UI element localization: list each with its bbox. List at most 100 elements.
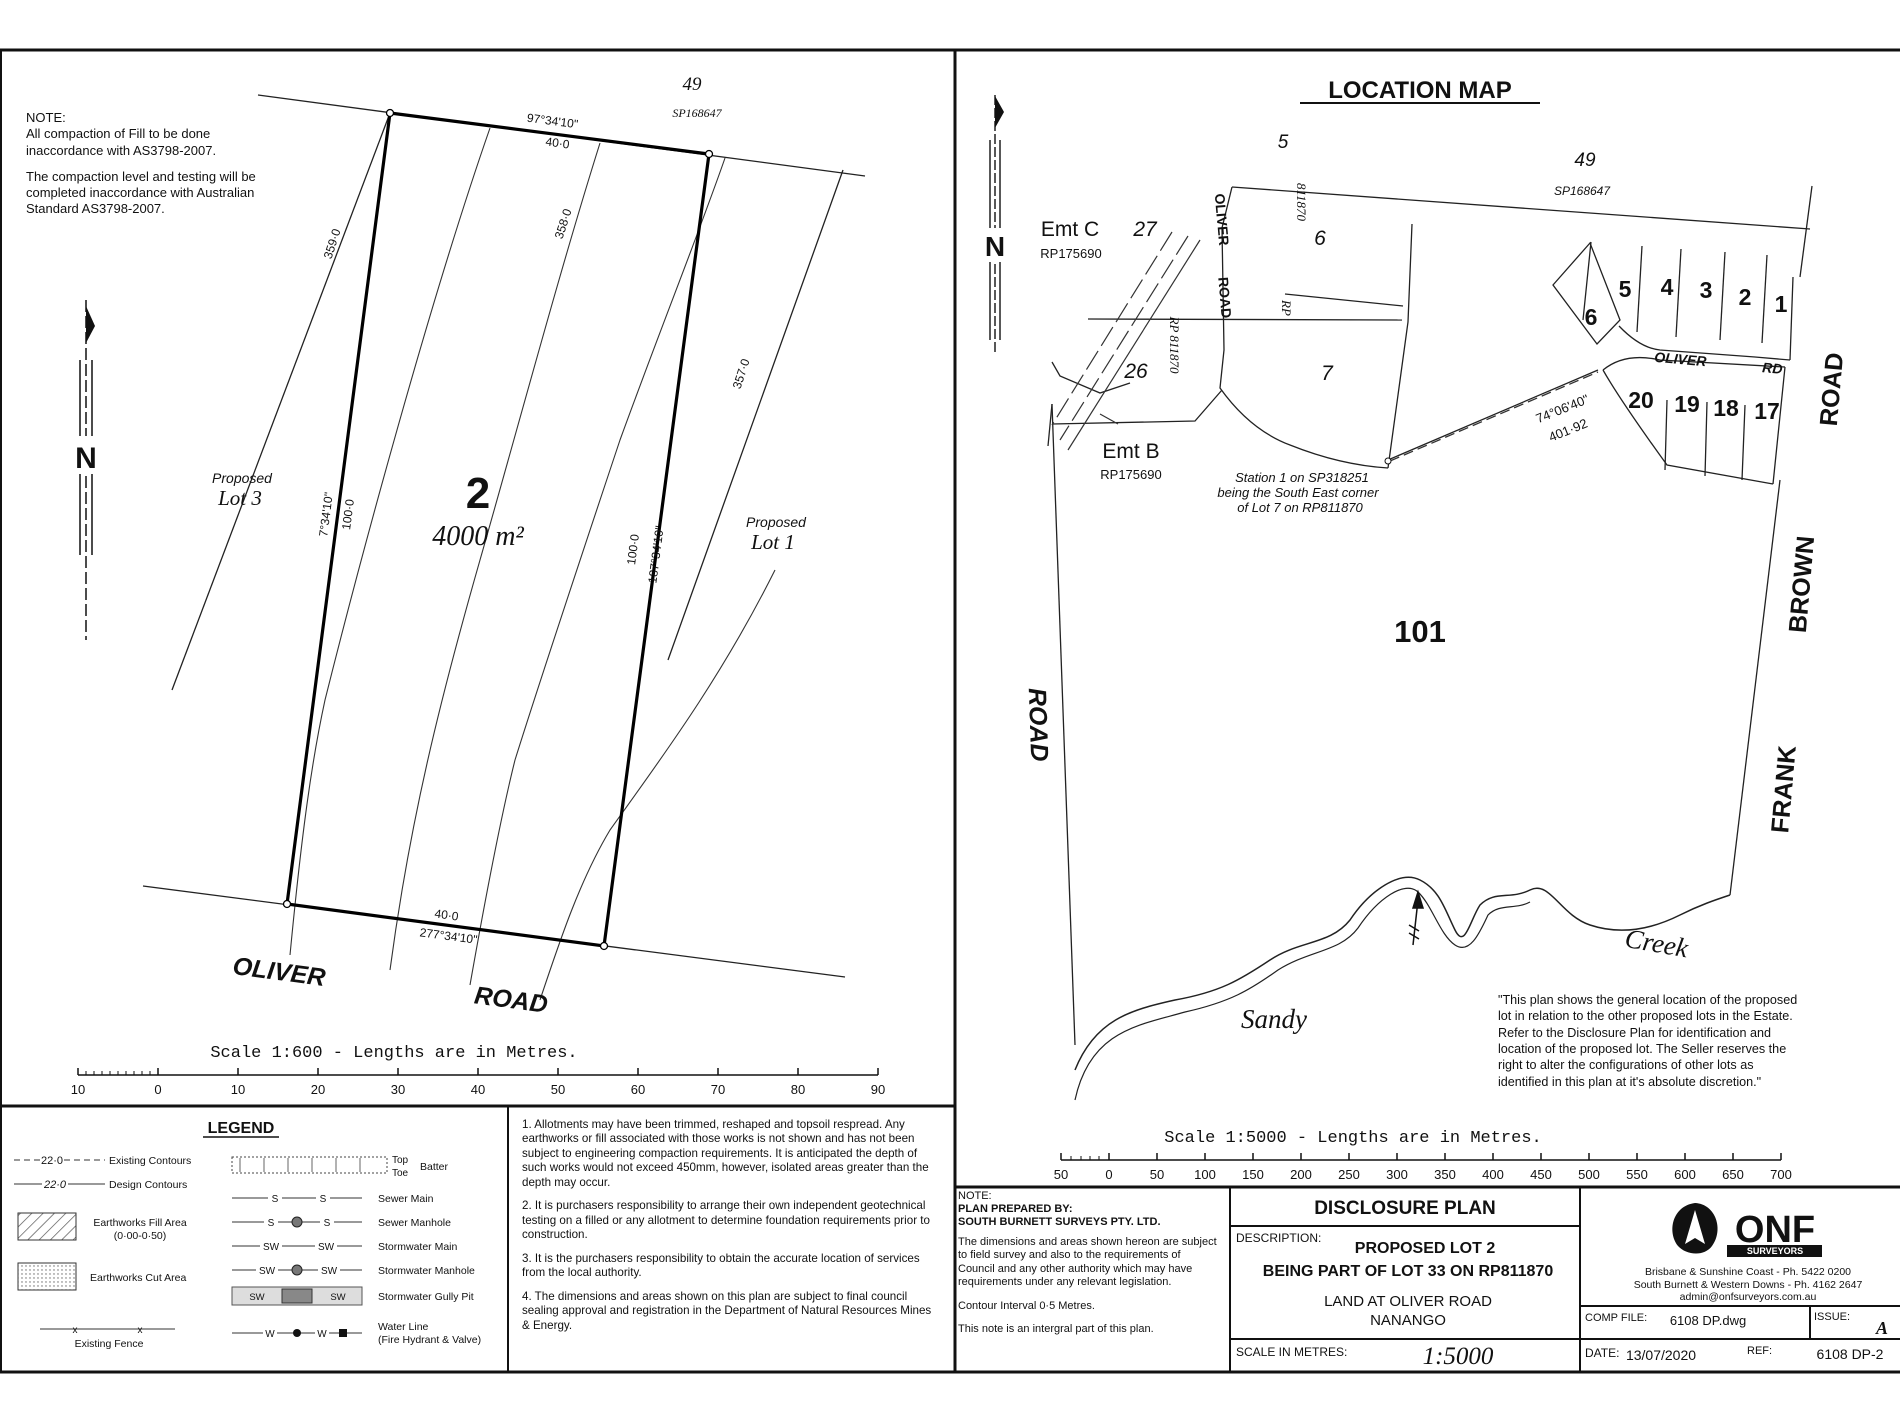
ref-label: REF: (1747, 1345, 1772, 1357)
legend-stormwater-main-label: Stormwater Main (378, 1241, 458, 1253)
map-lot-7: 7 (1321, 362, 1334, 385)
legend-cut-swatch (17, 1262, 77, 1291)
map-scale-tick: 300 (1386, 1167, 1408, 1182)
map-scale-tick: 700 (1770, 1167, 1792, 1182)
station-line-2: being the South East corner (1217, 485, 1379, 500)
emt-b-label: Emt B (1102, 440, 1159, 463)
legend-fill-range: (0·00-0·50) (114, 1230, 167, 1242)
issue-label: ISSUE: (1814, 1311, 1850, 1323)
length-left: 100·0 (339, 498, 357, 531)
north-arrow-icon (70, 300, 102, 640)
date-value: 13/07/2020 (1626, 1347, 1696, 1363)
rp-north: RP (1279, 299, 1294, 316)
creek-label-sandy: Sandy (1241, 1004, 1307, 1034)
legend-fence-symbol: x (138, 1325, 143, 1336)
legend-sym: SW (330, 1292, 345, 1303)
legend-batter: Top Toe Batter (231, 1155, 449, 1179)
legend: LEGEND 22·0 Existing Contours 22·0 Desig… (14, 1120, 481, 1350)
legend-design-contours-sample: 22·0 (43, 1179, 67, 1191)
estate-lot-1: 1 (1775, 291, 1788, 317)
estate-lot-5: 5 (1619, 276, 1632, 302)
legend-sym: SW (318, 1242, 335, 1253)
legend-sym: S (272, 1194, 279, 1205)
map-north-label: N (985, 231, 1005, 262)
map-scale-tick: 650 (1722, 1167, 1744, 1182)
emt-b-plan: RP175690 (1100, 467, 1161, 482)
preparer-notes: The dimensions and areas shown hereon ar… (958, 1236, 1220, 1336)
left-plan: 49 SP168647 97°34'10" 40·0 40·0 277°34'1… (70, 74, 885, 1097)
estate-lot-19: 19 (1674, 391, 1700, 417)
sandy-creek (1074, 876, 1731, 1071)
preparer-note-body: The dimensions and areas shown hereon ar… (958, 1236, 1217, 1289)
estate-lot-2: 2 (1739, 284, 1752, 310)
location-map-title: LOCATION MAP (1328, 77, 1512, 104)
location-map-disclaimer: "This plan shows the general location of… (1498, 993, 1798, 1089)
note-heading: NOTE: (958, 1190, 992, 1202)
map-lot-27: 27 (1132, 218, 1158, 241)
station-line-3: of Lot 7 on RP811870 (1237, 500, 1363, 515)
length-bottom: 40·0 (434, 907, 460, 924)
map-lot-26: 26 (1123, 360, 1148, 383)
road-left: ROAD (1023, 687, 1054, 762)
scale-tick: 10 (231, 1082, 245, 1097)
map-scale-tick: 50 (1150, 1167, 1164, 1182)
preparer-heading: NOTE: PLAN PREPARED BY: SOUTH BURNETT SU… (958, 1190, 1220, 1230)
emt-c-plan: RP175690 (1040, 246, 1101, 261)
legend-stormwater-gully: SW SW Stormwater Gully Pit (231, 1286, 474, 1306)
legend-note-4: 4. The dimensions and areas shown on thi… (522, 1289, 932, 1332)
legend-fence: x x Existing Fence (40, 1325, 175, 1350)
legend-sewer-main: S S Sewer Main (232, 1191, 434, 1205)
estate-lot-3: 3 (1700, 277, 1713, 303)
legend-sym: S (320, 1194, 327, 1205)
estate-lot-4: 4 (1661, 274, 1674, 300)
scale-tick: 80 (791, 1082, 805, 1097)
legend-sym: S (268, 1218, 275, 1229)
proposed-lot-3-line1: Proposed (212, 470, 273, 486)
legend-stormwater-gully-label: Stormwater Gully Pit (378, 1291, 474, 1303)
estate-lot-20: 20 (1628, 387, 1654, 413)
comp-file-value: 6108 DP.dwg (1670, 1313, 1746, 1328)
sandy-creek-bank (1074, 887, 1531, 1101)
rp-811870-north: 811870 (1294, 183, 1309, 222)
estate-lot-17: 17 (1754, 398, 1780, 424)
bearing-left: 7°34'10" (316, 491, 336, 537)
compaction-notes: NOTE: All compaction of Fill to be done … (26, 110, 286, 228)
integral-note: This note is an intergral part of this p… (958, 1323, 1154, 1336)
ref-value: 6108 DP-2 (1817, 1346, 1884, 1362)
logo-sub: SURVEYORS (1747, 1246, 1803, 1256)
map-scale-tick: 100 (1194, 1167, 1216, 1182)
oliver-rd-2: RD (1762, 359, 1784, 377)
land-line-2: NANANGO (1370, 1312, 1446, 1329)
legend-design-contours: 22·0 Design Contours (14, 1179, 187, 1191)
legend-water-line: W W Water Line (Fire Hydrant & Valve) (232, 1321, 481, 1346)
bearing-right: 187°34'10" (645, 525, 666, 584)
prepared-by-name: SOUTH BURNETT SURVEYS PTY. LTD. (958, 1216, 1161, 1229)
legend-fill-swatch (17, 1212, 77, 1241)
brown-road: BROWN (1784, 535, 1820, 634)
map-lot-49-plan: SP168647 (1554, 184, 1611, 198)
legend-stormwater-manhole-label: Stormwater Manhole (378, 1265, 475, 1277)
legend-sym: SW (259, 1266, 276, 1277)
contour-lines (289, 127, 776, 1001)
legend-sym: W (265, 1329, 275, 1340)
legend-notes: 1. Allotments may have been trimmed, res… (522, 1118, 940, 1342)
compaction-note-1: NOTE: All compaction of Fill to be done … (26, 110, 217, 158)
legend-existing-contours-label: Existing Contours (109, 1155, 191, 1167)
legend-fence-symbol: x (73, 1325, 78, 1336)
lot-101: 101 (1394, 614, 1446, 649)
date-label: DATE: (1585, 1346, 1619, 1360)
easement-lines (1051, 231, 1201, 451)
map-scale-tick: 450 (1530, 1167, 1552, 1182)
legend-note-3: 3. It is the purchasers responsibility t… (522, 1251, 920, 1280)
legend-cut-label: Earthworks Cut Area (90, 1272, 186, 1284)
legend-sewer-manhole-label: Sewer Manhole (378, 1217, 451, 1229)
legend-top: Top (392, 1155, 409, 1166)
scale-tick: 90 (871, 1082, 885, 1097)
legend-sym: W (317, 1329, 327, 1340)
estate-lot-18: 18 (1713, 395, 1739, 421)
description-line-1: PROPOSED LOT 2 (1355, 1240, 1496, 1257)
legend-sym: SW (263, 1242, 280, 1253)
onf-logo: ONF SURVEYORS (1672, 1203, 1822, 1257)
scale-tick: 30 (391, 1082, 405, 1097)
scale-label: Scale 1:600 - Lengths are in Metres. (210, 1044, 577, 1063)
